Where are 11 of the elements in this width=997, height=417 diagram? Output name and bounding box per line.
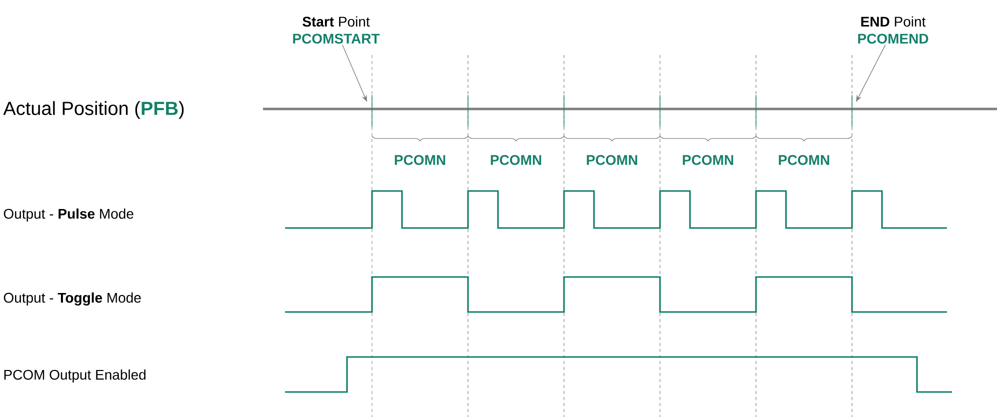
point-label: Start Point PCOMSTART — [293, 16, 380, 44]
interval-label: PCOMN — [394, 155, 446, 165]
signal-label: PCOM Output Enabled — [4, 369, 146, 382]
interval-label: PCOMN — [682, 155, 734, 165]
axis-label: Actual Position (PFB) — [3, 101, 184, 119]
signal-label: Output - Pulse Mode — [4, 208, 134, 222]
interval-label: PCOMN — [778, 155, 830, 165]
point-label: END Point PCOMEND — [858, 16, 928, 44]
interval-label: PCOMN — [586, 155, 638, 165]
signal-label: Output - Toggle Mode — [4, 292, 141, 306]
interval-label: PCOMN — [490, 155, 542, 165]
